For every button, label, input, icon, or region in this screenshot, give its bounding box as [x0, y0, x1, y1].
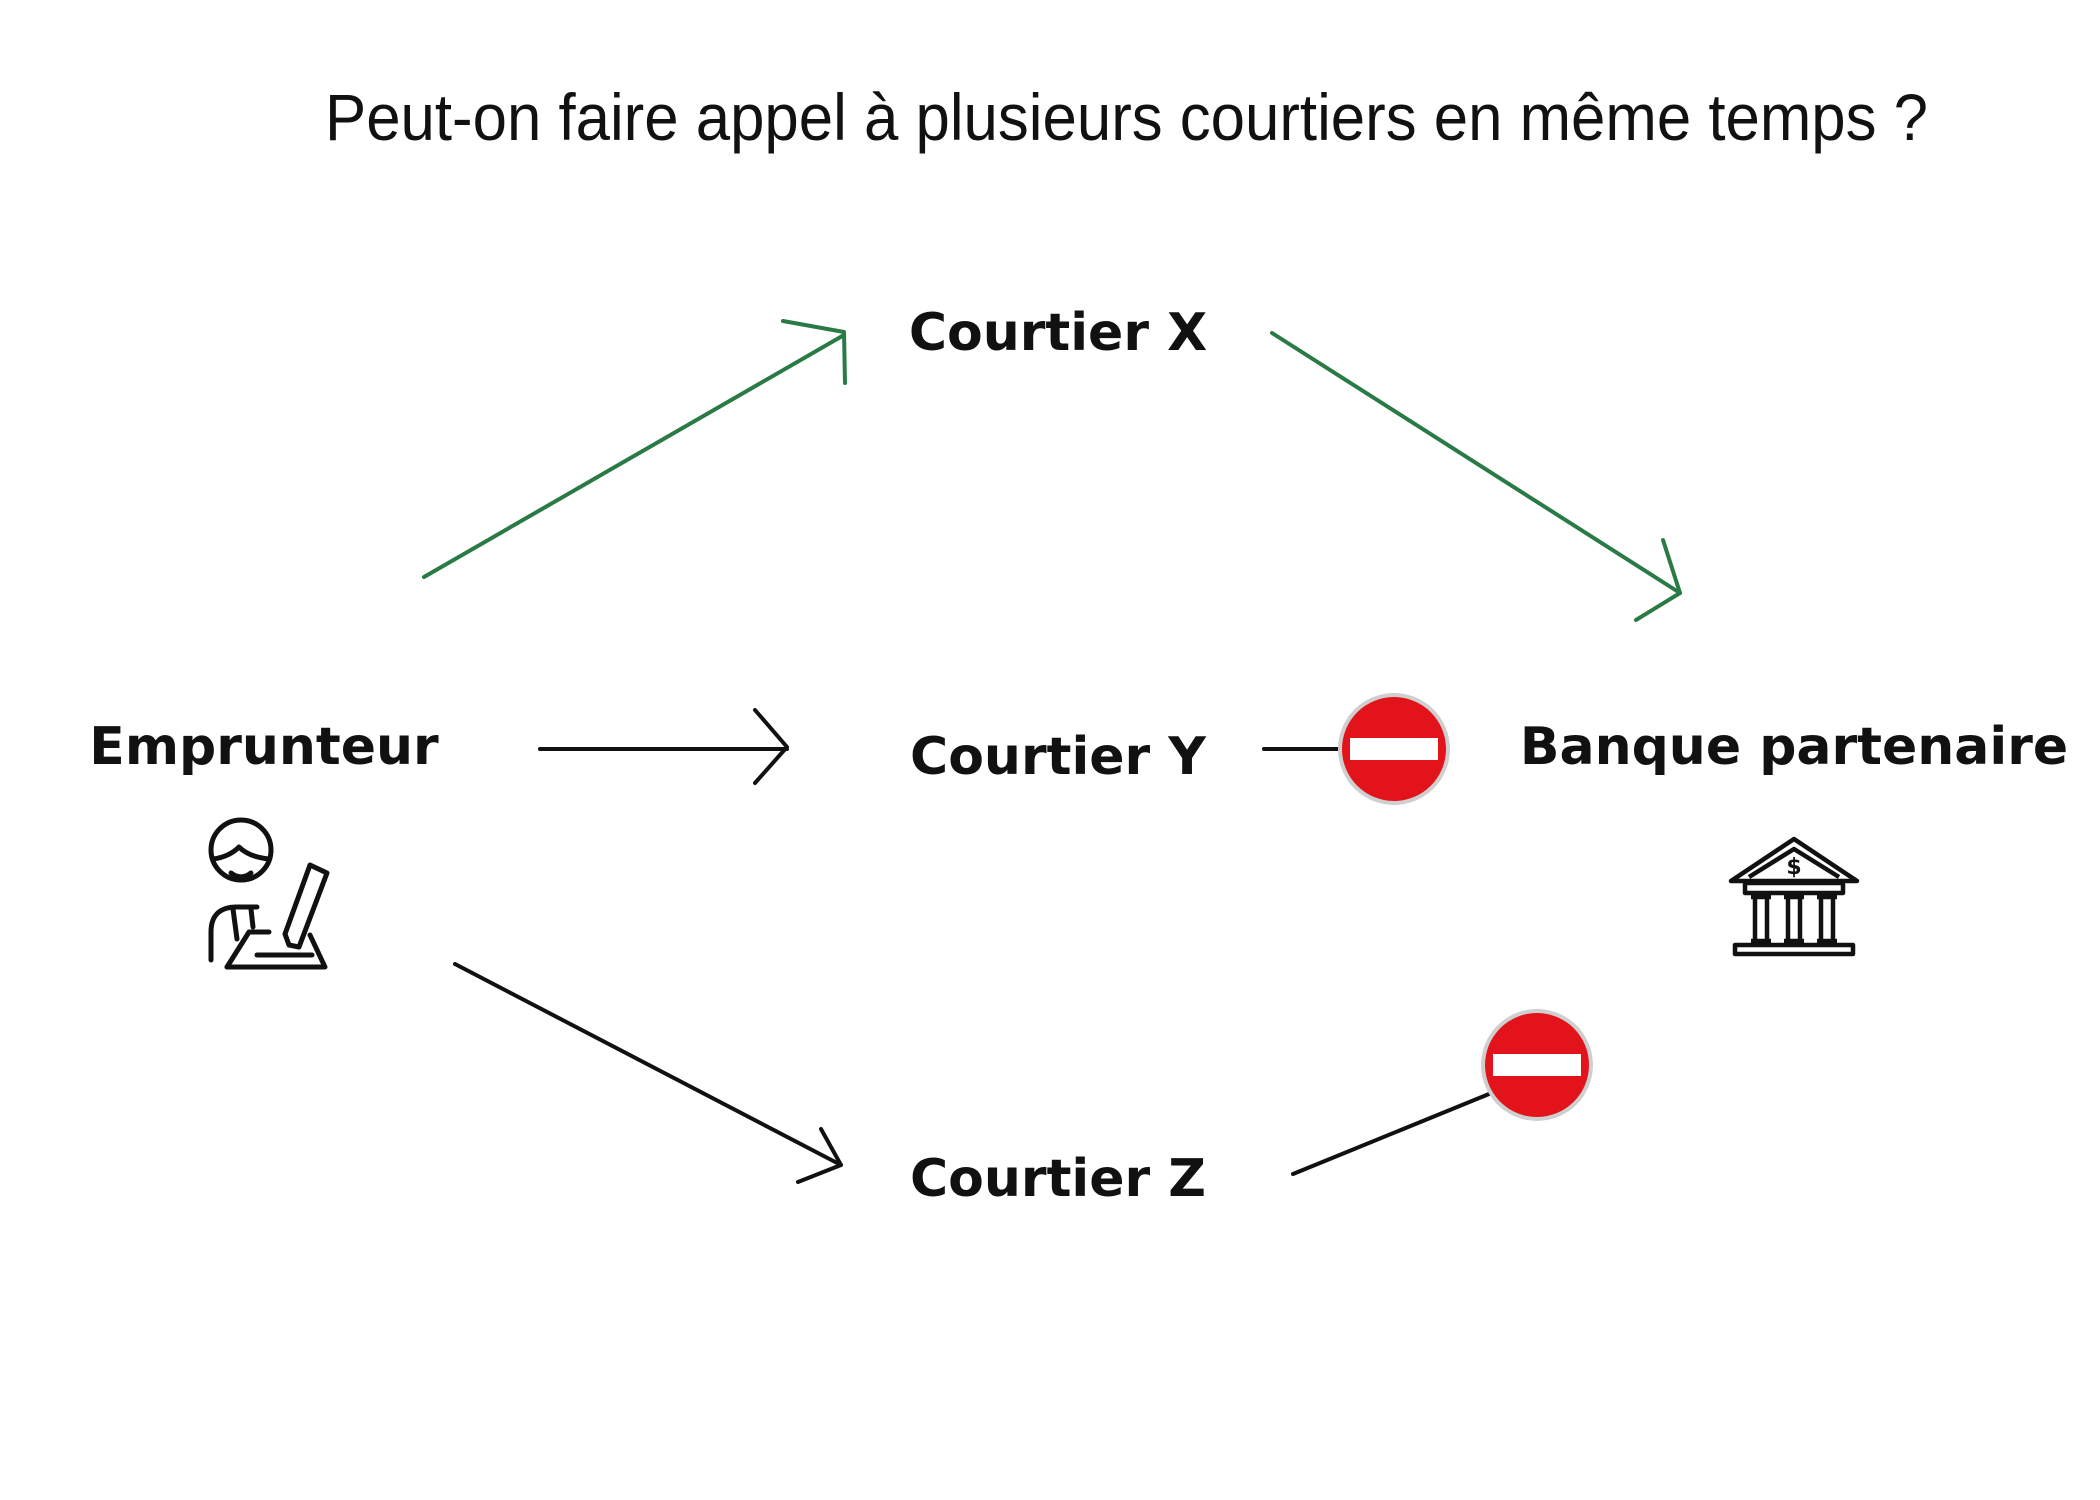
arrow-borrower-to-broker-z	[453, 962, 843, 1184]
node-broker-y: Courtier Y	[910, 727, 1207, 787]
diagram-title: Peut-on faire appel à plusieurs courtier…	[325, 80, 1928, 154]
node-bank: Banque partenaire	[1520, 717, 2068, 777]
bank-building-icon: $	[1728, 836, 1860, 957]
arrow-borrower-to-broker-y	[538, 708, 789, 785]
svg-text:$: $	[1786, 855, 1801, 880]
no-entry-sign-icon	[1338, 693, 1450, 805]
no-entry-sign-icon	[1481, 1009, 1593, 1121]
arrow-borrower-to-broker-x	[422, 319, 847, 579]
person-signing-icon	[208, 817, 330, 970]
node-borrower: Emprunteur	[89, 717, 439, 777]
node-broker-x: Courtier X	[909, 303, 1207, 363]
node-broker-z: Courtier Z	[910, 1149, 1206, 1209]
blocked-line-broker-z	[1291, 1092, 1491, 1176]
arrow-broker-x-to-bank	[1270, 331, 1682, 622]
